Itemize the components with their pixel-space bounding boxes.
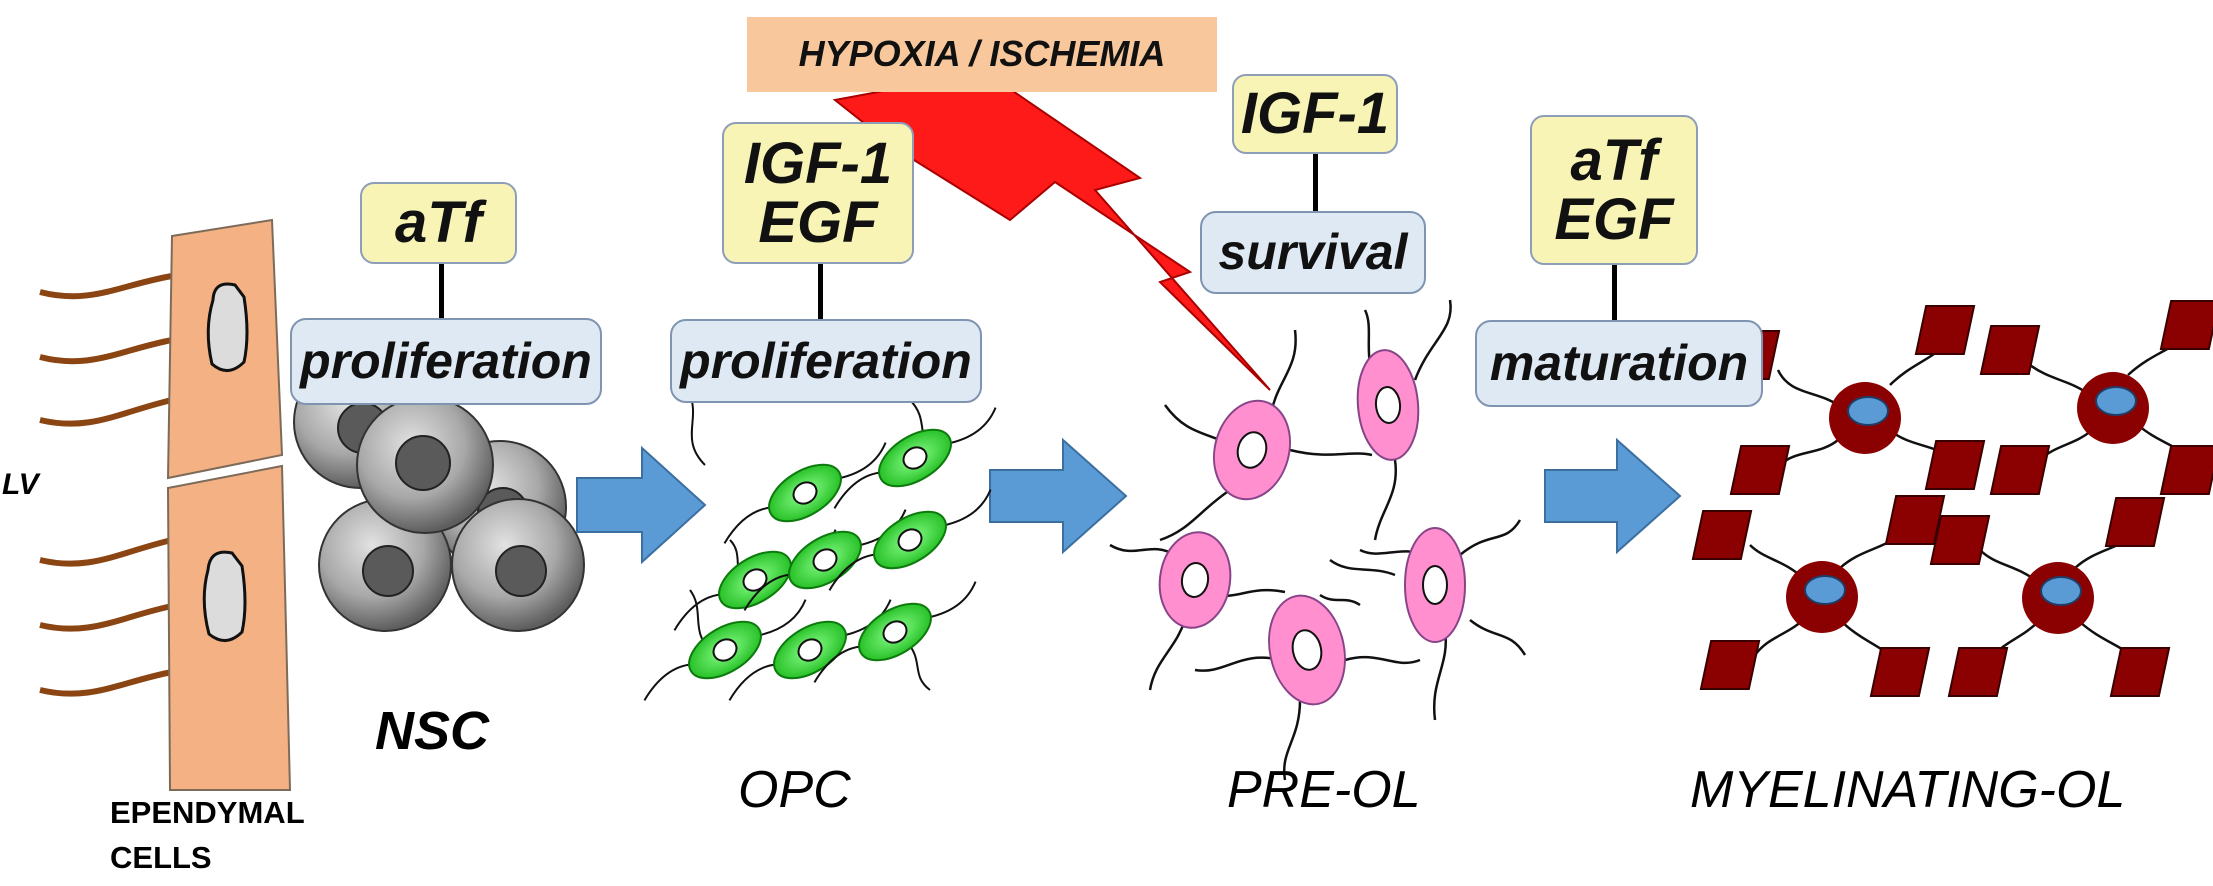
label-ependymal-line2: CELLS [110,840,212,875]
connector-line [439,262,444,318]
factor-box-preol: IGF-1 [1232,74,1398,154]
preol-processes [1109,299,1527,781]
factor-box-nsc: aTf [360,182,517,264]
myelinating-ol-cells [1691,300,2213,697]
label-opc: OPC [738,761,851,819]
preol-cells [1158,349,1466,706]
process-box-nsc-proliferation: proliferation [290,318,602,405]
factor-box-opc: IGF-1 EGF [722,122,914,264]
process-box-opc-proliferation: proliferation [670,319,982,403]
connector-line [1313,152,1318,212]
lightning-bolt-icon [832,70,1271,391]
flow-arrows [576,437,1682,565]
connector-line [1612,262,1617,320]
opc-cell-bodies [643,407,997,701]
label-myelinating-ol: MYELINATING-OL [1690,761,2126,819]
hypoxia-ischemia-label: HYPOXIA / ISCHEMIA [747,17,1217,92]
label-pre-ol: PRE-OL [1227,761,1421,819]
label-nsc: NSC [375,701,490,761]
label-lv: LV [2,468,39,501]
nsc-cluster [293,355,585,632]
label-ependymal-line1: EPENDYMAL [110,795,305,830]
process-box-preol-survival: survival [1200,211,1426,294]
process-box-myelinating-maturation: maturation [1475,320,1763,407]
ependymal-cells [39,218,292,791]
connector-line [818,262,823,319]
factor-box-myelinating: aTf EGF [1530,115,1698,265]
